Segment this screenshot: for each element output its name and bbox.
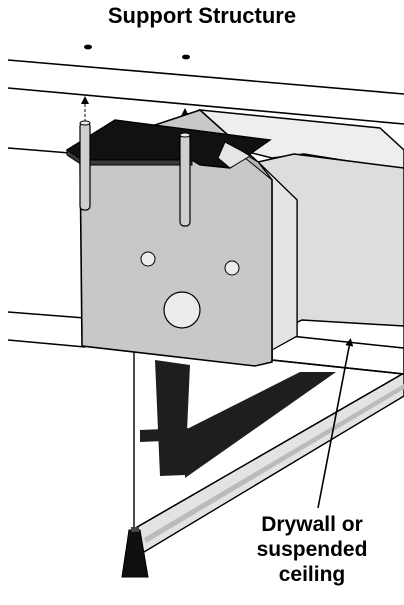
hole-marks xyxy=(84,44,190,60)
mounting-bolts xyxy=(79,120,191,227)
callout-line-2: suspended xyxy=(256,538,368,561)
screen-housing xyxy=(79,109,404,367)
end-cap-holes xyxy=(140,251,240,329)
wall-lines-left xyxy=(7,311,86,348)
screen-fabric xyxy=(140,360,336,478)
drywall-callout: Drywall or suspended ceiling xyxy=(252,512,372,587)
callout-line-1: Drywall or xyxy=(261,513,363,536)
diagram-title: Support Structure xyxy=(107,3,297,28)
support-structure-lines xyxy=(7,59,404,154)
callout-line-3: ceiling xyxy=(278,563,346,586)
arrow-leader-icon xyxy=(317,338,354,509)
pull-handle xyxy=(121,527,149,578)
